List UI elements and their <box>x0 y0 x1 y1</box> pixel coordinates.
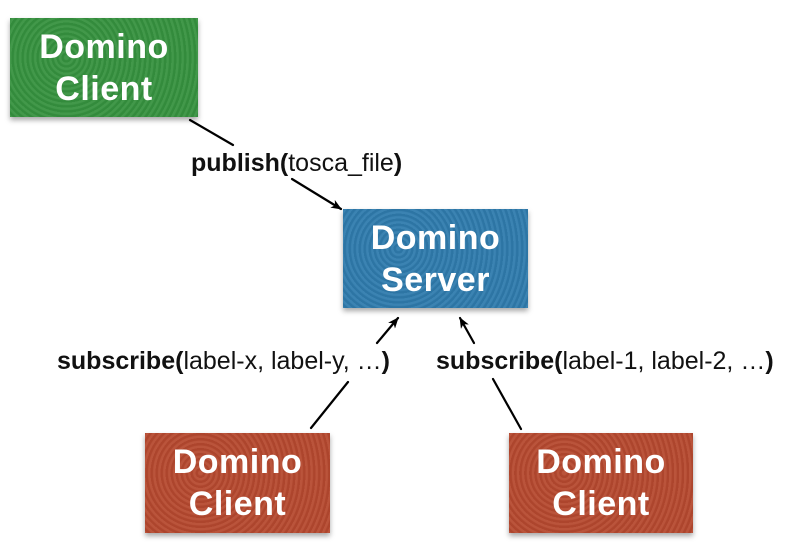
node-domino-server: Domino Server <box>343 209 528 308</box>
node-label-line: Client <box>55 69 153 108</box>
subscribe-left-arrow-segment-upper <box>375 316 400 345</box>
node-label-line: Server <box>381 260 490 299</box>
publish-arrow-segment-lower <box>290 177 343 211</box>
subscribe-left-arrow-segment-lower <box>309 380 350 430</box>
node-label-line: Domino <box>536 443 666 481</box>
node-domino-client-publisher: Domino Client <box>10 18 198 117</box>
node-label-line: Client <box>188 485 287 523</box>
subscribe-left-label-args: label-x, label-y, … <box>183 347 382 375</box>
subscribe-right-arrow-segment-lower <box>491 377 523 431</box>
subscribe-left-edge-label: subscribe(label-x, label-y, …) <box>57 346 390 376</box>
publish-arrow-segment-upper <box>188 118 235 147</box>
node-domino-client-subscriber-left: Domino Client <box>145 433 330 533</box>
node-label-line: Domino <box>172 443 303 481</box>
node-label-line: Domino <box>39 27 169 66</box>
node-label-line: Client <box>552 485 650 523</box>
publish-edge-label: publish(tosca_file) <box>191 148 402 178</box>
publish-label-open: publish( <box>191 149 289 177</box>
publish-label-args: tosca_file <box>288 149 394 177</box>
subscribe-right-edge-label: subscribe(label-1, label-2, …) <box>436 346 774 376</box>
subscribe-left-label-close: ) <box>381 347 390 375</box>
subscribe-right-label-args: label-1, label-2, … <box>562 347 766 375</box>
node-domino-client-subscriber-right: Domino Client <box>509 433 693 533</box>
subscribe-left-label-open: subscribe( <box>57 347 184 375</box>
subscribe-right-label-close: ) <box>765 347 774 375</box>
node-label-line: Domino <box>370 218 501 257</box>
publish-label-close: ) <box>393 149 403 177</box>
subscribe-right-label-open: subscribe( <box>436 347 563 375</box>
subscribe-right-arrow-segment-upper <box>458 316 476 345</box>
